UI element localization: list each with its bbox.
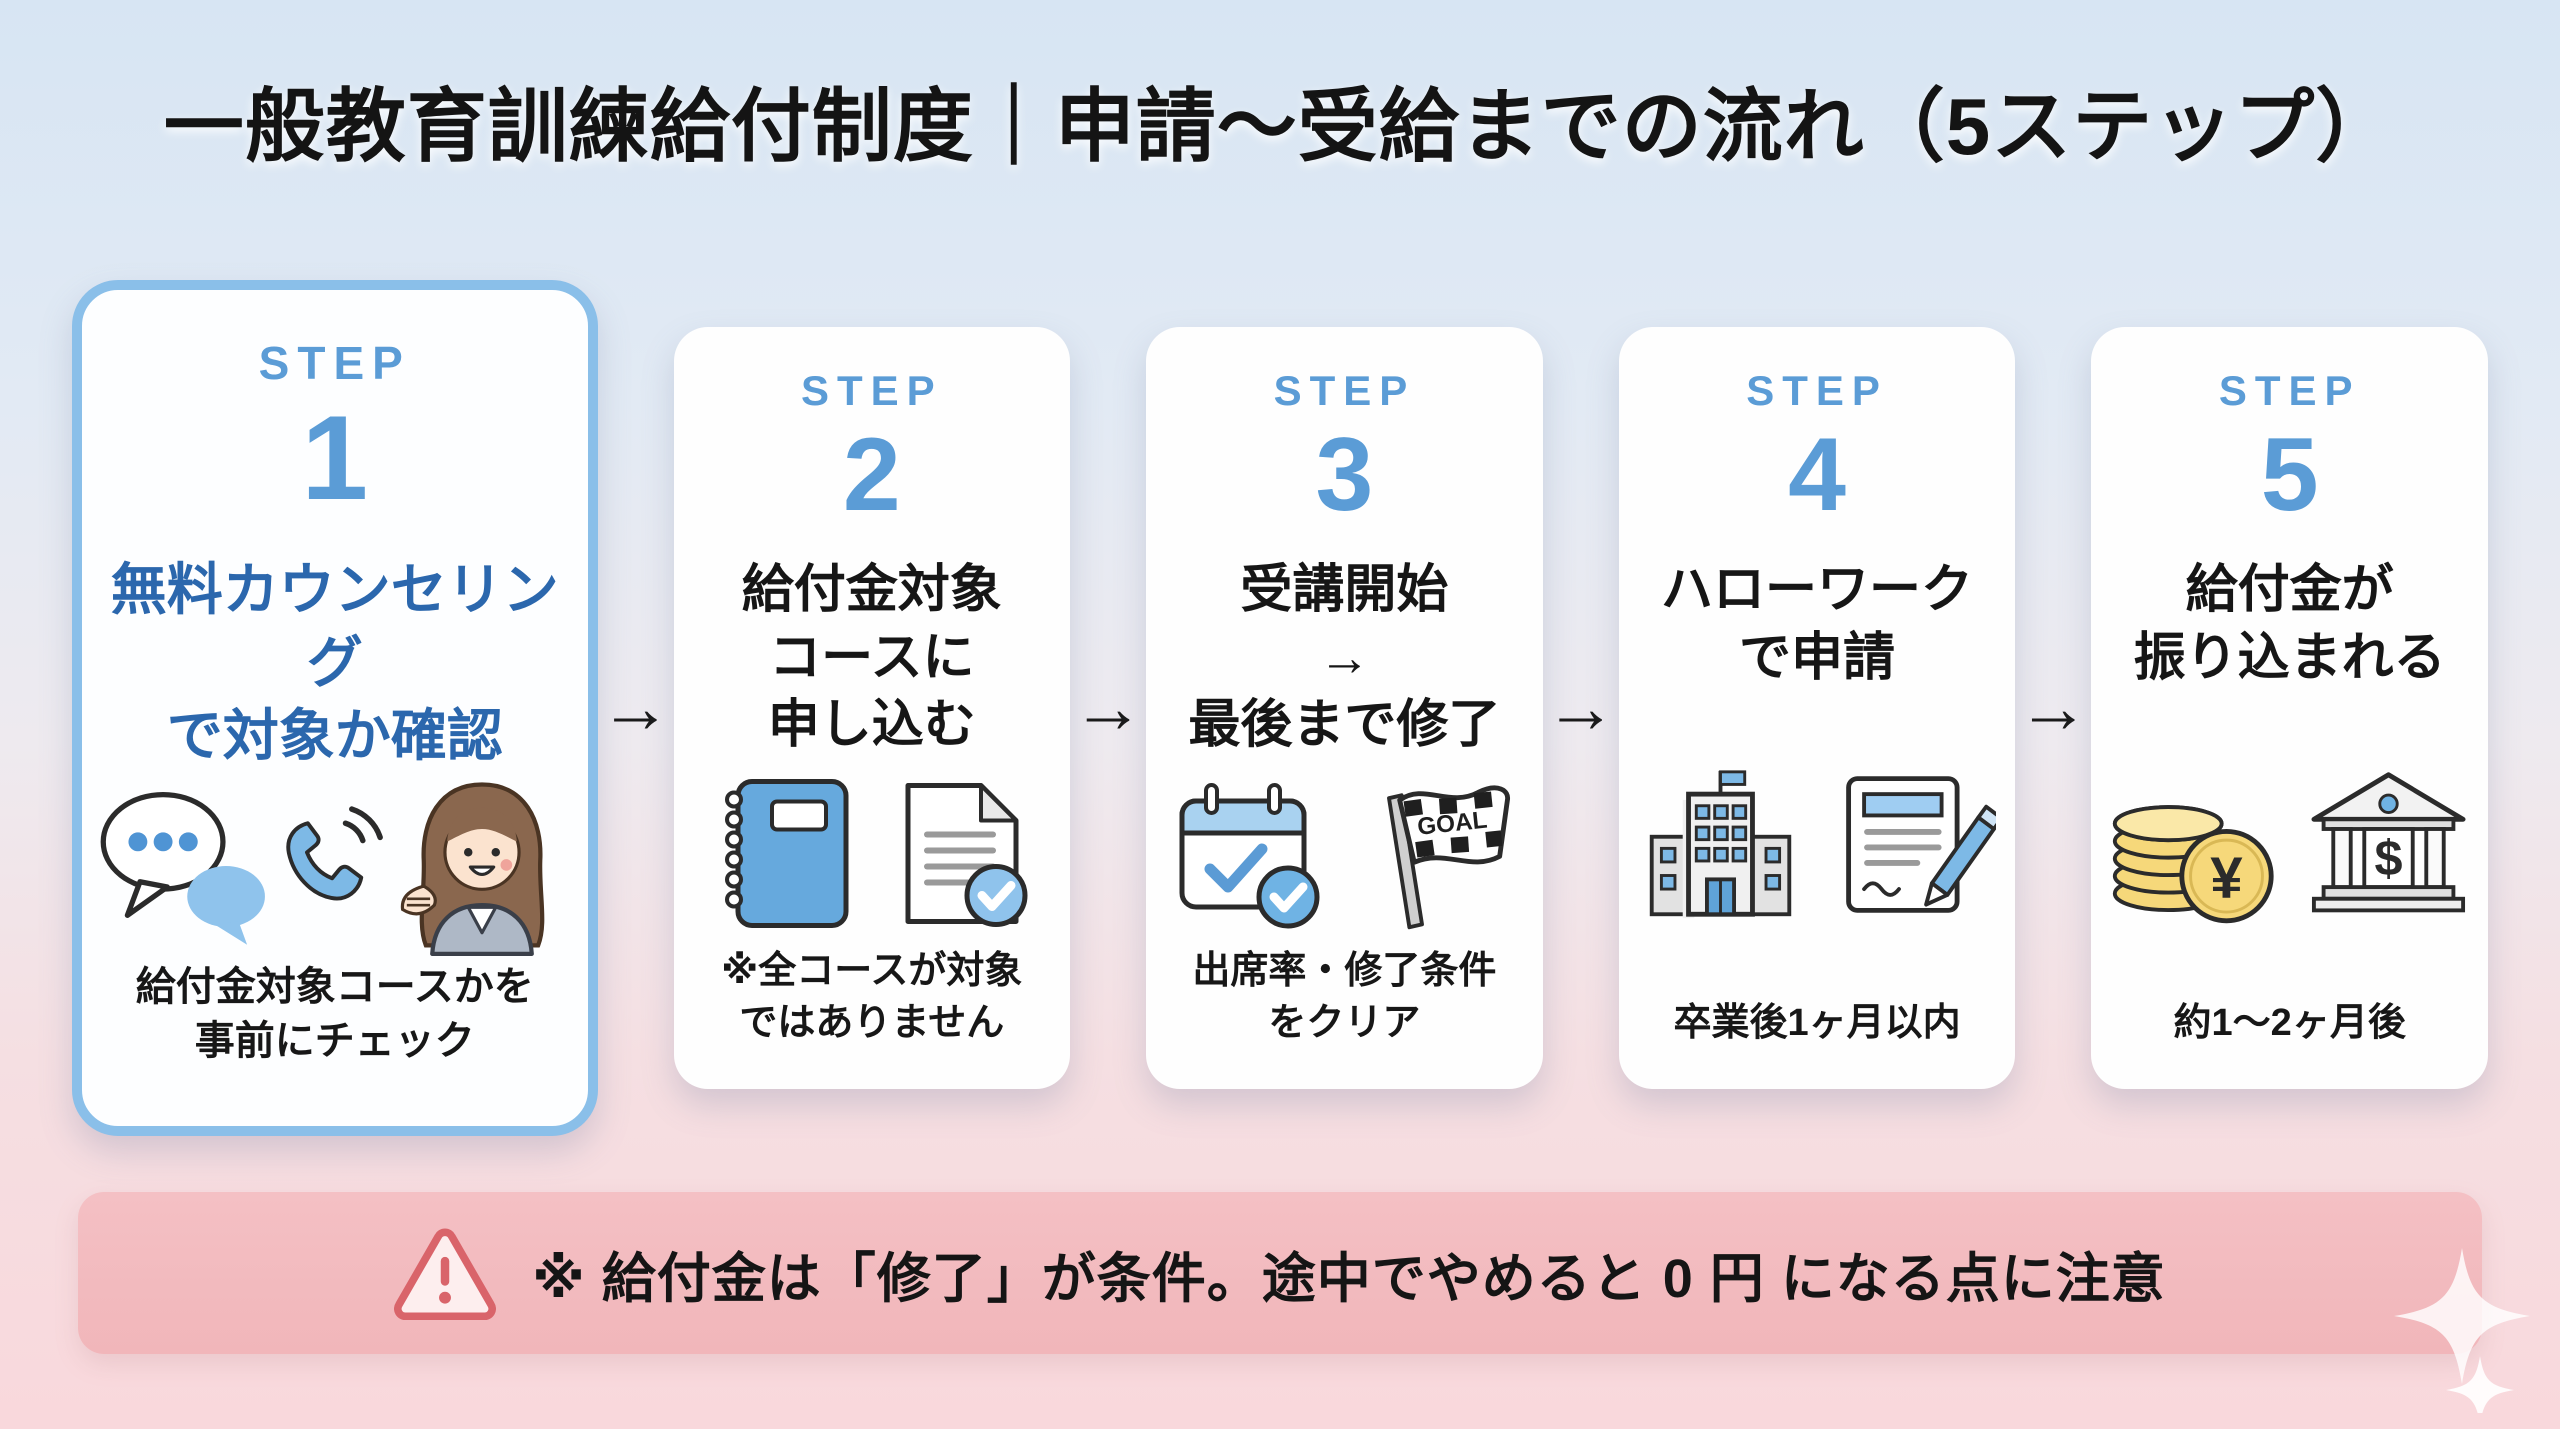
step-label: STEP [1273,367,1416,414]
arrow-icon: → [599,668,672,748]
step-card-1: STEP 1 無料カウンセリング で対象か確認 [72,280,598,1136]
step-card-2: STEP 2 給付金対象 コースに 申し込む [673,327,1071,1089]
step-label: STEP [800,367,943,414]
step-label: STEP [2218,367,2361,414]
step5-illustration: ¥ $ [2108,692,2471,998]
notice-text: ※ 給付金は「修了」が条件。途中でやめると 0 円 になる点に注意 [532,1248,2166,1309]
step-note: 出席率・修了条件 をクリア [1192,950,1497,1044]
arrow-icon: → [1072,668,1145,748]
yen-symbol: ¥ [2210,845,2243,910]
page-title: 一般教育訓練給付制度｜申請〜受給までの流れ（5ステップ） [163,82,2397,171]
step-note: ※全コースが対象 ではありません [721,950,1023,1044]
phone-icon [286,806,383,901]
step-note: 給付金対象コースかを 事前にチェック [135,965,534,1063]
step-card-3: STEP 3 受講開始 → 最後まで修了 [1146,327,1543,1089]
step-number: 2 [842,417,901,533]
step2-illustration [708,760,1036,947]
step-number: 5 [2260,417,2319,533]
step1-illustration [98,772,572,960]
step-card-4: STEP 4 ハローワーク で申請 [1618,327,2016,1089]
step-title: 受講開始 → 最後まで修了 [1188,561,1501,755]
application-pen-icon [1846,776,1997,914]
notebook-icon [724,778,849,928]
arrow-icon: → [1544,668,1617,748]
step-title: ハローワーク で申請 [1661,561,1974,687]
step-label: STEP [258,337,411,389]
warning-triangle-icon [394,1228,497,1320]
goal-flag-icon: GOAL [1386,785,1510,929]
step4-illustration [1638,692,1997,998]
step-title: 給付金対象 コースに 申し込む [741,561,1002,755]
calendar-check-icon [1179,783,1320,929]
step-number: 4 [1788,417,1846,533]
step-number: 1 [301,391,369,525]
step-title: 給付金が 振り込まれる [2133,561,2446,687]
dollar-symbol: $ [2375,830,2403,887]
notice-banner: ※ 給付金は「修了」が条件。途中でやめると 0 円 になる点に注意 [78,1192,2482,1354]
arrow-icon: → [2017,668,2090,748]
steps-row: STEP 1 無料カウンセリング で対象か確認 [72,272,2488,1144]
step-card-5: STEP 5 給付金が 振り込まれる ¥ [2091,327,2488,1089]
step-note: 卒業後1ヶ月以内 [1673,1001,1961,1044]
step-title: 無料カウンセリング で対象か確認 [110,558,559,767]
coins-icon: ¥ [2113,805,2274,924]
step-note: 約1〜2ヶ月後 [2173,1001,2406,1044]
step-label: STEP [1746,367,1888,414]
document-check-icon [905,782,1028,927]
counselor-icon [400,782,545,957]
chat-bubbles-icon [100,792,265,945]
step-number: 3 [1315,417,1374,533]
government-building-icon [1649,770,1792,919]
bank-icon: $ [2311,772,2466,913]
step3-illustration: GOAL [1168,760,1521,947]
